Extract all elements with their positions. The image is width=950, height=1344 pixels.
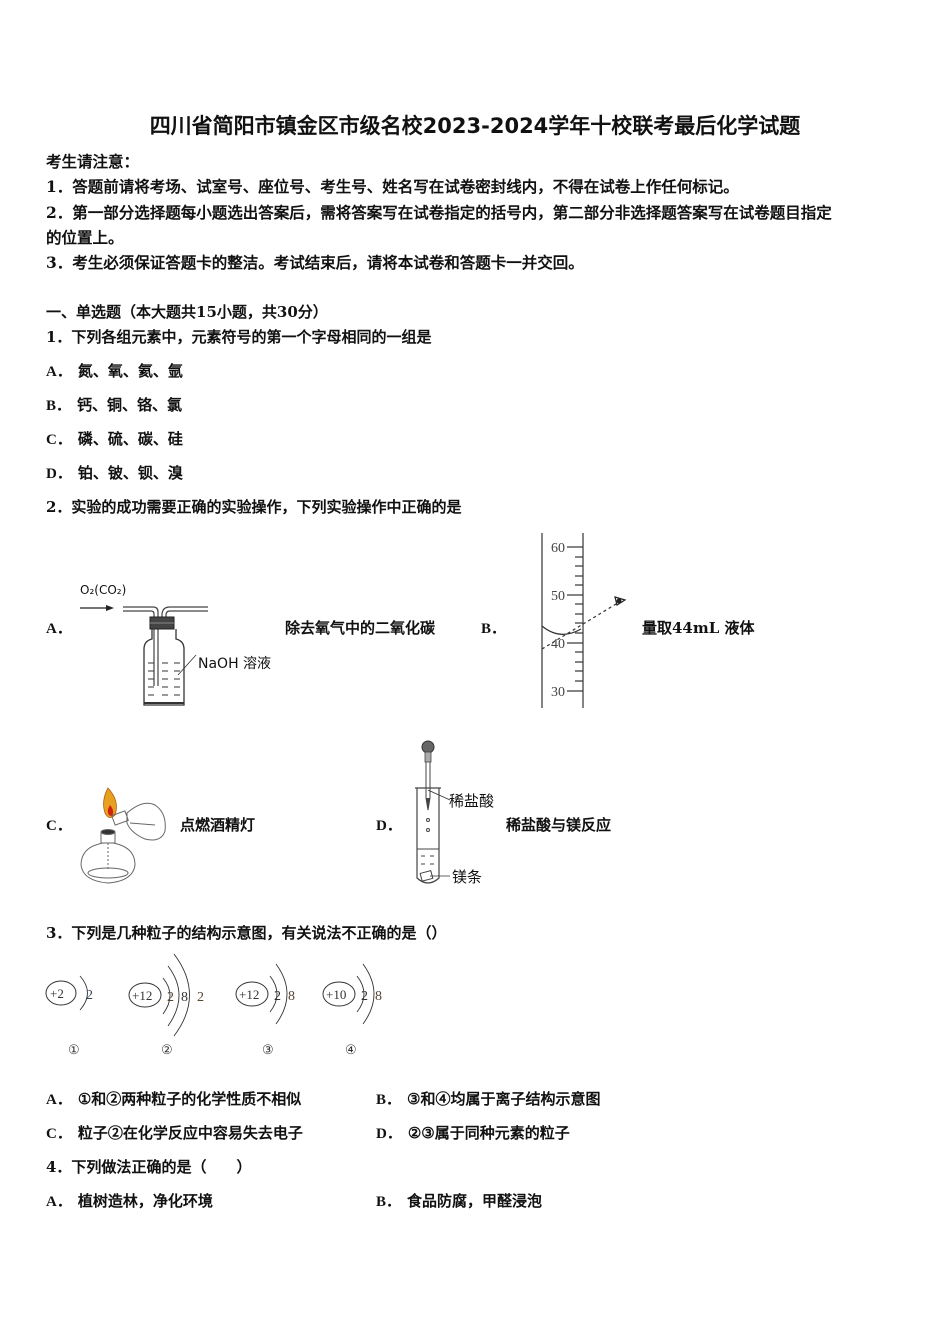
gas-label: O₂(CO₂) xyxy=(80,583,127,597)
alcohol-lamp-icon xyxy=(80,787,166,884)
particle-2-diagram: +12 2 8 2 ② xyxy=(128,953,204,1057)
question-1-option-a[interactable]: A． 氮、氧、氦、氩 xyxy=(46,360,183,381)
question-2-option-d-label[interactable]: D． xyxy=(376,818,402,834)
question-2-option-a-text: 除去氧气中的二氧化碳 xyxy=(285,619,436,637)
option-label: A． xyxy=(46,364,72,380)
particle-4-diagram: +10 2 8 ④ xyxy=(322,963,382,1057)
svg-text:8: 8 xyxy=(181,990,188,1005)
svg-text:①: ① xyxy=(68,1042,80,1057)
svg-text:2: 2 xyxy=(167,990,174,1005)
question-3-option-d[interactable]: D．②③属于同种元素的粒子 xyxy=(376,1124,570,1142)
question-3-stem: 3．下列是几种粒子的结构示意图，有关说法不正确的是（） xyxy=(46,924,447,942)
svg-text:+2: +2 xyxy=(50,986,64,1001)
option-label: B． xyxy=(46,398,72,414)
leader-lines-icon xyxy=(428,790,451,877)
svg-text:8: 8 xyxy=(375,989,382,1004)
svg-text:②: ② xyxy=(161,1042,173,1057)
svg-text:+10: +10 xyxy=(326,987,346,1002)
particle-3-diagram: +12 2 8 ③ xyxy=(235,963,295,1057)
question-4-stem: 4．下列做法正确的是（ ） xyxy=(46,1158,252,1176)
option-text: 钙、铜、铬、氯 xyxy=(77,396,183,414)
svg-text:2: 2 xyxy=(274,989,281,1004)
svg-text:2: 2 xyxy=(361,989,368,1004)
question-1-option-c[interactable]: C． 磷、硫、碳、硅 xyxy=(46,428,183,449)
svg-text:2: 2 xyxy=(86,988,93,1003)
question-3-option-c[interactable]: C．粒子②在化学反应中容易失去电子 xyxy=(46,1124,303,1142)
gas-washing-bottle-icon xyxy=(80,605,208,706)
notice-item-2: 2．第一部分选择题每小题选出答案后，需将答案写在试卷指定的括号内，第二部分非选择… xyxy=(46,203,832,222)
solution-label: NaOH 溶液 xyxy=(198,656,272,672)
question-2-option-d-text: 稀盐酸与镁反应 xyxy=(506,816,612,834)
question-2-option-a-label[interactable]: A． xyxy=(46,621,72,637)
svg-text:③: ③ xyxy=(262,1042,274,1057)
gas-washing-bottle-figure: O₂(CO₂) NaOH 溶液 xyxy=(78,583,278,708)
svg-text:④: ④ xyxy=(345,1042,357,1057)
svg-text:8: 8 xyxy=(288,989,295,1004)
graduated-cylinder-icon: 60 50 40 30 xyxy=(541,533,627,708)
question-1-option-b[interactable]: B． 钙、铜、铬、氯 xyxy=(46,394,182,415)
question-2-stem: 2．实验的成功需要正确的实验操作，下列实验操作中正确的是 xyxy=(46,498,462,516)
acid-label: 稀盐酸 xyxy=(449,792,495,810)
question-3-option-b[interactable]: B．③和④均属于离子结构示意图 xyxy=(376,1090,601,1108)
page-title: 四川省简阳市镇金区市级名校2023-2024学年十校联考最后化学试题 xyxy=(149,114,801,138)
particle-structure-diagrams: +2 2 ① +12 2 8 2 ② +12 2 8 ③ +10 2 8 ④ xyxy=(45,953,382,1057)
question-3-option-a[interactable]: A．①和②两种粒子的化学性质不相似 xyxy=(46,1090,302,1108)
notice-heading: 考生请注意： xyxy=(46,152,140,171)
metal-label: 镁条 xyxy=(452,868,483,886)
question-2-option-b-text: 量取44mL 液体 xyxy=(642,619,755,637)
question-1-option-d[interactable]: D． 铂、铍、钡、溴 xyxy=(46,462,183,483)
notice-item-1: 1．答题前请将考场、试室号、座位号、考生号、姓名写在试卷密封线内，不得在试卷上作… xyxy=(46,177,739,196)
section-heading: 一、单选题（本大题共15小题，共30分） xyxy=(46,303,328,321)
question-2-option-c-text: 点燃酒精灯 xyxy=(180,816,256,834)
tick-30: 30 xyxy=(551,685,565,700)
option-label: D． xyxy=(46,466,72,482)
question-2-option-b-label[interactable]: B． xyxy=(481,621,507,637)
test-tube-dropper-icon xyxy=(415,740,441,884)
question-4-option-b[interactable]: B．食品防腐，甲醛浸泡 xyxy=(376,1192,543,1210)
tick-60: 60 xyxy=(551,541,565,556)
svg-text:+12: +12 xyxy=(239,987,259,1002)
option-label: C． xyxy=(46,432,72,448)
option-text: 铂、铍、钡、溴 xyxy=(77,464,183,482)
option-text: 磷、硫、碳、硅 xyxy=(77,430,183,448)
question-2-option-c-label[interactable]: C． xyxy=(46,818,72,834)
notice-item-2-cont: 的位置上。 xyxy=(46,228,124,247)
particle-1-diagram: +2 2 ① xyxy=(45,975,93,1057)
notice-item-3: 3．考生必须保证答题卡的整洁。考试结束后，请将本试卷和答题卡一并交回。 xyxy=(46,253,584,272)
option-text: 氮、氧、氦、氩 xyxy=(77,362,183,380)
question-4-option-a[interactable]: A．植树造林，净化环境 xyxy=(46,1192,213,1210)
svg-text:2: 2 xyxy=(197,990,204,1005)
tick-50: 50 xyxy=(551,589,565,604)
svg-text:+12: +12 xyxy=(132,988,152,1003)
question-1-stem: 1．下列各组元素中，元素符号的第一个字母相同的一组是 xyxy=(46,328,432,346)
